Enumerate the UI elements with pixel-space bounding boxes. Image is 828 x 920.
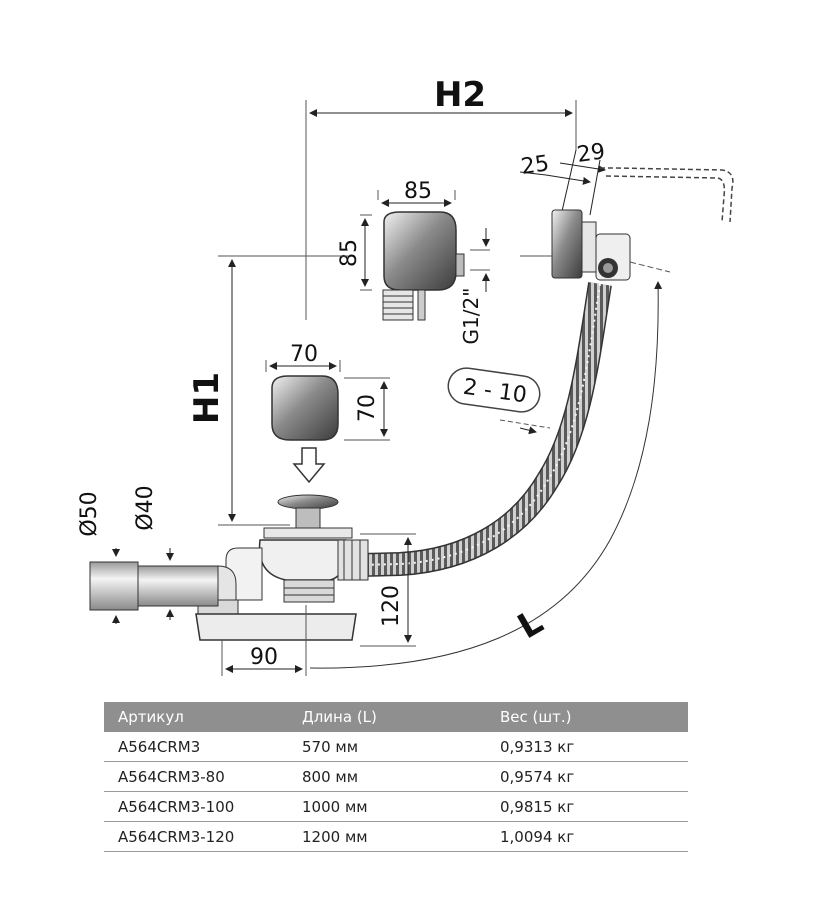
cell-weight: 0,9313 кг: [486, 732, 688, 762]
flange-dimensions: [519, 149, 606, 221]
dim-l-arc: [309, 281, 663, 669]
cell-length: 1000 мм: [288, 791, 486, 822]
h2-dimension: [305, 100, 577, 320]
bath-siphon-diagram: H2 29 25 85 85 G1/2": [77, 75, 734, 676]
dim-25: 25: [519, 151, 550, 180]
header-weight: Вес (шт.): [486, 702, 688, 732]
dim-85-side: 85: [337, 239, 362, 267]
h2-label: H2: [434, 75, 486, 115]
cell-article: A564CRM3-80: [104, 761, 288, 792]
overflow-cap-drawing: [360, 190, 490, 321]
dim-70-top: 70: [290, 342, 318, 367]
h1-label: H1: [187, 372, 227, 424]
header-length: Длина (L): [288, 702, 486, 732]
dim-90: 90: [250, 645, 278, 670]
overflow-flange: [520, 167, 734, 281]
cell-length: 570 мм: [288, 732, 486, 762]
dim-d50: Ø50: [77, 491, 102, 536]
specification-table: Артикул Длина (L) Вес (шт.) A564CRM3 570…: [104, 702, 688, 852]
thread-label: G1/2": [459, 288, 483, 345]
table-row: A564CRM3 570 мм 0,9313 кг: [104, 732, 688, 762]
dim-70-side: 70: [355, 394, 380, 422]
dim-120-lines: [360, 533, 416, 647]
dim-d40: Ø40: [133, 485, 158, 530]
table-row: A564CRM3-100 1000 мм 0,9815 кг: [104, 791, 688, 822]
dim-29: 29: [575, 139, 606, 168]
drain-cap-drawing: [265, 360, 390, 484]
cell-weight: 0,9815 кг: [486, 791, 688, 822]
header-article: Артикул: [104, 702, 288, 732]
cell-article: A564CRM3: [104, 732, 288, 762]
dim-90-lines: [221, 605, 307, 676]
outlet-pipe: [89, 548, 237, 624]
l-label: L: [511, 602, 550, 647]
table-row: A564CRM3-120 1200 мм 1,0094 кг: [104, 821, 688, 852]
cell-weight: 0,9574 кг: [486, 761, 688, 792]
dim-85-top: 85: [404, 179, 432, 204]
drain-body: [195, 494, 369, 641]
dim-120: 120: [379, 585, 404, 627]
corrugated-hose: [359, 282, 612, 577]
cell-length: 1200 мм: [288, 821, 486, 852]
h1-dimension: [218, 255, 348, 526]
wall-thickness-callout: [447, 367, 551, 435]
table-row: A564CRM3-80 800 мм 0,9574 кг: [104, 761, 688, 792]
table-header-row: Артикул Длина (L) Вес (шт.): [104, 702, 688, 732]
cell-article: A564CRM3-100: [104, 791, 288, 822]
cell-article: A564CRM3-120: [104, 821, 288, 852]
cell-length: 800 мм: [288, 761, 486, 792]
cell-weight: 1,0094 кг: [486, 821, 688, 852]
